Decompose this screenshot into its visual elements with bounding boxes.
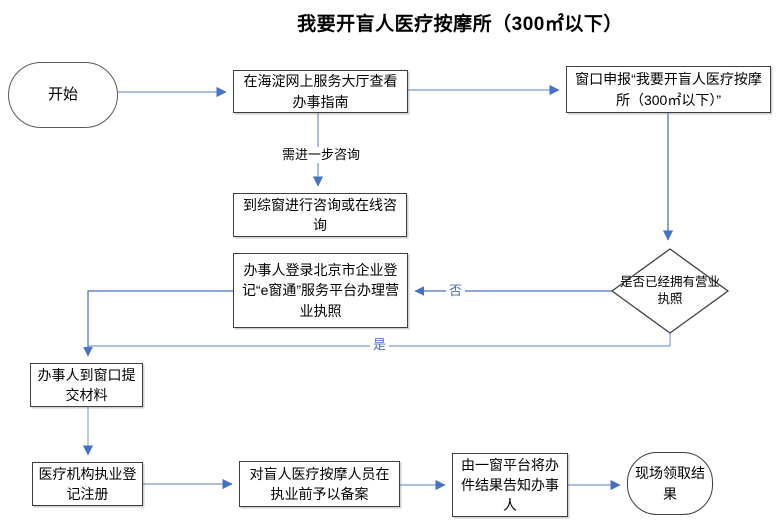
process-guide: 在海淀网上服务大厅查看办事指南 <box>233 70 408 113</box>
end-node: 现场领取结果 <box>627 452 713 515</box>
process-license: 办事人登录北京市企业登记“e窗通”服务平台办理营业执照 <box>233 253 408 328</box>
process-notify: 由一窗平台将办件结果告知办事人 <box>452 453 568 517</box>
page-title: 我要开盲人医疗按摩所（300㎡以下） <box>297 14 623 35</box>
edge-label-yes: 是 <box>370 337 390 353</box>
process-register: 医疗机构执业登记注册 <box>32 462 143 506</box>
process-consult: 到综窗进行咨询或在线咨询 <box>233 193 407 237</box>
edge-label-no: 否 <box>446 283 466 299</box>
edge-label-further-consult: 需进一步咨询 <box>258 147 384 163</box>
process-declare: 窗口申报“我要开盲人医疗按摩所（300㎡以下）” <box>566 66 771 113</box>
process-submit: 办事人到窗口提交材料 <box>30 363 143 407</box>
decision-node: 是否已经拥有营业执照 <box>620 275 721 306</box>
start-node: 开始 <box>8 62 118 128</box>
process-record: 对盲人医疗按摩人员在执业前予以备案 <box>239 461 400 507</box>
edge-license-to-submit <box>83 290 233 357</box>
